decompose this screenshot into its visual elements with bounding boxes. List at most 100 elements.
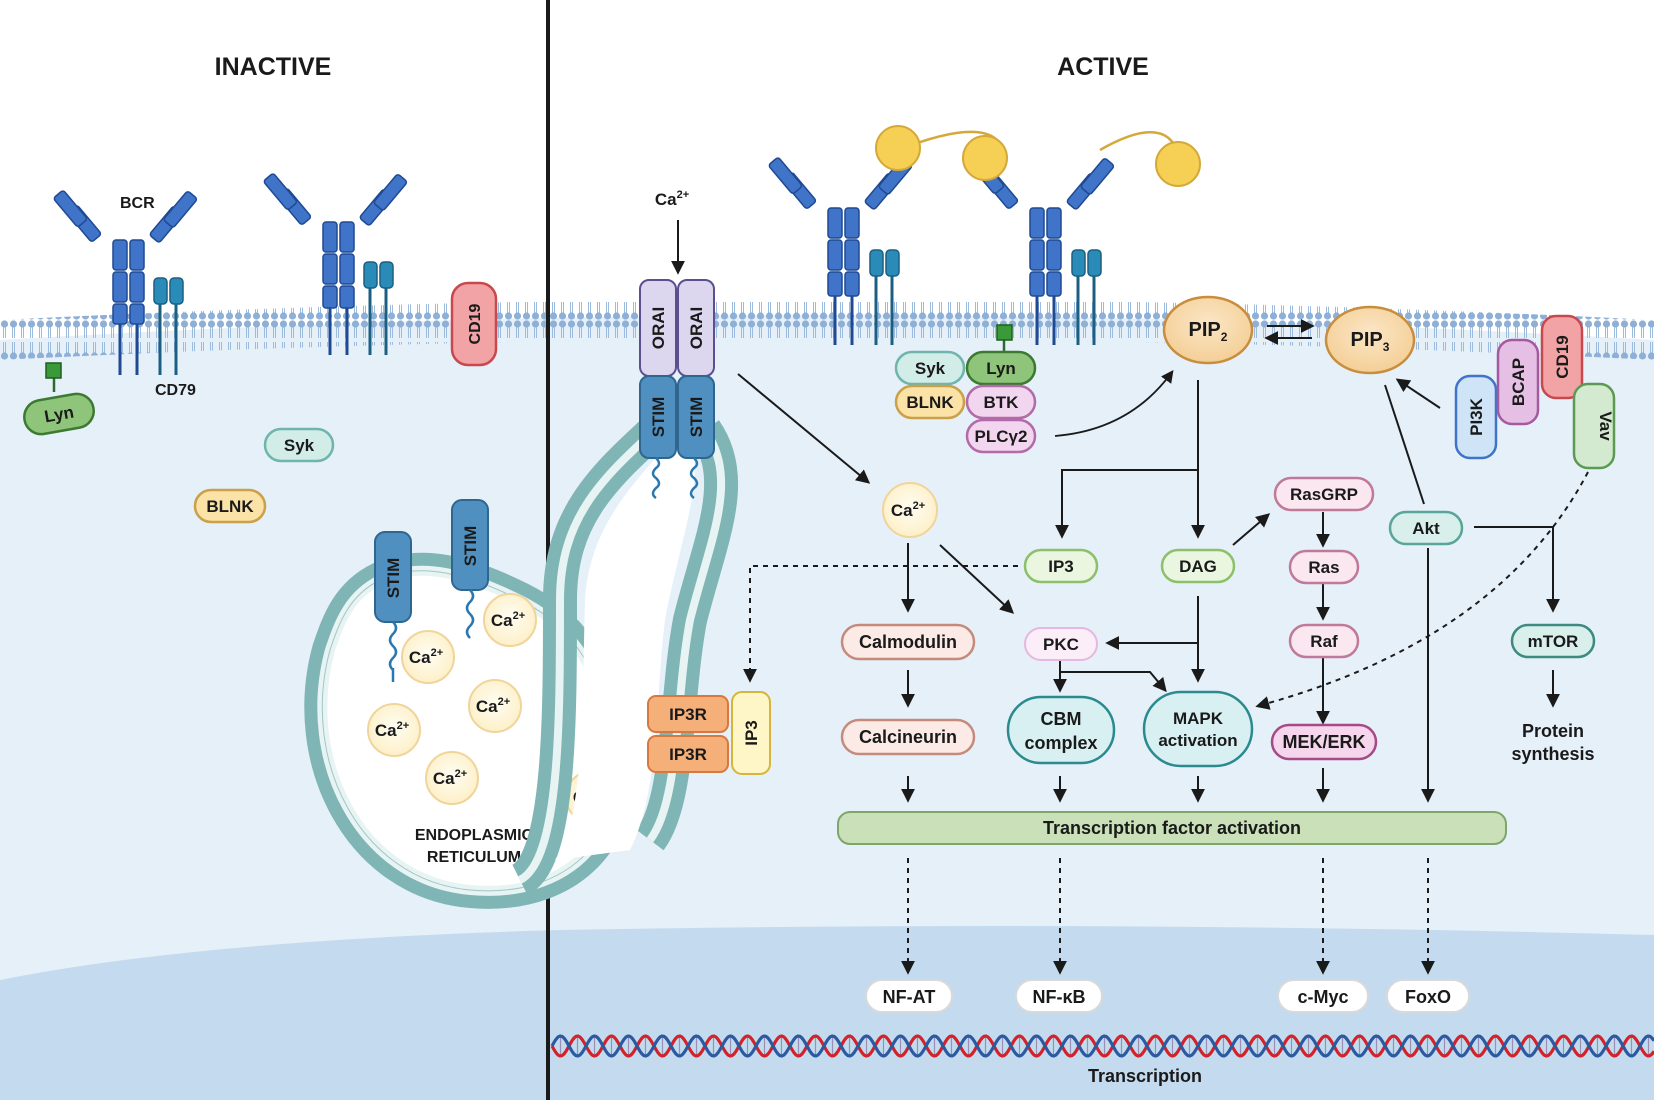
mapk-label: MAPK	[1173, 709, 1224, 728]
ca-entry-label: Ca2+	[655, 189, 689, 209]
calcium-ion-label: Ca2+	[375, 720, 409, 740]
syk-label: Syk	[915, 359, 946, 378]
syk-protein	[894, 350, 966, 386]
mapk-activation	[1142, 690, 1254, 768]
protein-synthesis-label: Protein	[1522, 721, 1584, 741]
cd19-protein	[1540, 314, 1584, 400]
pkc-label: PKC	[1043, 635, 1079, 654]
mtor-protein	[1510, 623, 1596, 659]
stim-protein	[677, 375, 715, 459]
ip3-ligand	[731, 691, 771, 775]
calcium-ion	[425, 751, 479, 805]
inactive-title: INACTIVE	[215, 53, 332, 81]
calcium-ion	[367, 703, 421, 757]
dag-node	[1160, 548, 1236, 584]
stim-protein	[639, 375, 677, 459]
nfkb-factor	[1015, 979, 1103, 1013]
stim-label: STIM	[384, 558, 403, 599]
mapk-label: activation	[1158, 731, 1237, 750]
cmyc-factor	[1277, 979, 1369, 1013]
er-label-line2: RETICULUM	[427, 849, 521, 866]
rasgrp-protein	[1273, 476, 1375, 512]
cd19-label: CD19	[467, 303, 484, 344]
antigen-icon	[875, 125, 1201, 187]
pi3k-label: PI3K	[1467, 397, 1486, 436]
lyn-label: Lyn	[986, 359, 1016, 378]
ip3-ligand-label: IP3	[742, 720, 761, 746]
dag-node-label: DAG	[1179, 557, 1217, 576]
syk-protein	[263, 427, 335, 463]
active-title: ACTIVE	[1057, 53, 1149, 81]
pkc-protein	[1024, 627, 1098, 661]
tf-activation-label: Transcription factor activation	[1043, 818, 1301, 838]
pi3k-protein	[1454, 374, 1498, 460]
calcium-ion	[483, 593, 537, 647]
calcium-ion-label: Ca2+	[491, 610, 525, 630]
rasgrp-label: RasGRP	[1290, 485, 1358, 504]
pip2-lipid	[1162, 295, 1254, 365]
nfkb-label: NF-κB	[1032, 987, 1085, 1007]
vav-protein	[1572, 382, 1616, 470]
blnk-protein	[193, 488, 267, 524]
vav-label: Vav	[1596, 411, 1615, 441]
bcr-receptor-icon	[263, 173, 408, 355]
calmodulin-protein	[840, 623, 976, 661]
cd79-icon	[153, 277, 184, 375]
lyn-anchor-icon	[45, 362, 62, 379]
cd79-label: CD79	[155, 382, 196, 399]
bcap-label: BCAP	[1509, 358, 1528, 406]
calmodulin-label: Calmodulin	[859, 632, 957, 652]
cd79-icon	[1071, 249, 1102, 345]
ras-protein	[1288, 549, 1360, 585]
plcg2-protein	[965, 418, 1037, 454]
ip3r-receptor	[647, 695, 729, 733]
orai-label: ORAI	[687, 307, 706, 350]
syk-label: Syk	[284, 436, 315, 455]
calcineurin-label: Calcineurin	[859, 727, 957, 747]
btk-label: BTK	[984, 393, 1020, 412]
lyn-protein	[965, 350, 1037, 386]
cytoplasm	[0, 315, 1654, 1100]
foxo-factor	[1386, 979, 1470, 1013]
calcium-ion-label: Ca2+	[433, 768, 467, 788]
blnk-label: BLNK	[906, 393, 954, 412]
lyn-label: Lyn	[43, 403, 75, 427]
cbm-label: CBM	[1041, 709, 1082, 729]
pip3-label: PIP3	[1351, 329, 1390, 354]
cd79-icon	[363, 261, 394, 355]
nfat-label: NF-AT	[883, 987, 936, 1007]
calcium-ion-label: Ca2+	[476, 696, 510, 716]
blnk-label: BLNK	[206, 497, 254, 516]
raf-protein	[1288, 623, 1360, 659]
calcium-ion	[468, 679, 522, 733]
akt-protein	[1388, 510, 1464, 546]
foxo-label: FoxO	[1405, 987, 1451, 1007]
mek-erk-protein	[1270, 723, 1378, 761]
ip3r-receptor	[647, 735, 729, 773]
bcr-receptor-icon	[768, 157, 913, 345]
pip3-lipid	[1324, 305, 1416, 375]
calcium-ion	[401, 630, 455, 684]
akt-label: Akt	[1412, 519, 1440, 538]
mek-erk-label: MEK/ERK	[1282, 732, 1365, 752]
stim-label: STIM	[687, 397, 706, 438]
ip3-node-label: IP3	[1048, 557, 1074, 576]
orai-label: ORAI	[649, 307, 668, 350]
cbm-complex	[1006, 695, 1116, 765]
raf-label: Raf	[1310, 632, 1338, 651]
cd79-icon	[869, 249, 900, 345]
ras-label: Ras	[1308, 558, 1339, 577]
cd19-label: CD19	[1553, 335, 1572, 378]
calcium-ion	[882, 482, 938, 538]
stim-label: STIM	[649, 397, 668, 438]
calcineurin-protein	[840, 718, 976, 756]
nfat-factor	[865, 979, 953, 1013]
lyn-protein	[23, 392, 95, 436]
dna-helix-icon	[550, 1034, 1654, 1058]
bcr-receptor-icon	[53, 190, 198, 375]
transcription-factor-activation	[837, 811, 1507, 845]
blnk-protein	[894, 384, 966, 420]
cbm-label: complex	[1024, 733, 1097, 753]
